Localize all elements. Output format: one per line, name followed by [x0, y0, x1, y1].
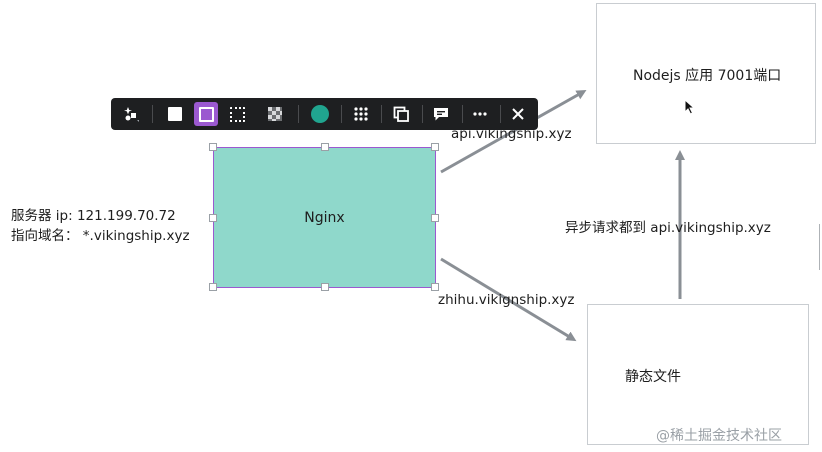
close-icon[interactable]	[506, 102, 530, 126]
static-files-box[interactable]: 静态文件	[587, 304, 809, 445]
resize-handle-top-right[interactable]	[431, 143, 439, 151]
fill-dashed-icon[interactable]	[225, 102, 249, 126]
fill-pattern-icon[interactable]	[263, 102, 287, 126]
grid-icon[interactable]	[349, 102, 373, 126]
resize-handle-middle-left[interactable]	[209, 214, 217, 222]
fill-solid-icon[interactable]	[163, 102, 187, 126]
toolbar-divider	[341, 105, 342, 123]
static-files-box-label: 静态文件	[625, 369, 681, 385]
resize-handle-middle-right[interactable]	[431, 214, 439, 222]
fill-outline-icon[interactable]	[194, 102, 218, 126]
nginx-box[interactable]: Nginx	[209, 143, 439, 291]
more-icon[interactable]	[468, 102, 492, 126]
async-request-label[interactable]: 异步请求都到 api.vikingship.xyz	[565, 220, 771, 236]
zhihu-edge-label[interactable]: zhihu.vikignship.xyz	[438, 292, 575, 308]
toolbar-divider	[462, 105, 463, 123]
resize-handle-bottom-right[interactable]	[431, 283, 439, 291]
comment-icon[interactable]	[429, 102, 453, 126]
nodejs-box[interactable]: Nodejs 应用 7001端口	[596, 3, 816, 144]
color-swatch-icon[interactable]	[308, 102, 332, 126]
nodejs-box-label: Nodejs 应用 7001端口	[633, 68, 782, 84]
resize-handle-bottom-middle[interactable]	[321, 283, 329, 291]
scroll-edge-marker	[819, 224, 820, 270]
resize-handle-top-left[interactable]	[209, 143, 217, 151]
resize-handle-bottom-left[interactable]	[209, 283, 217, 291]
shape-style-icon[interactable]	[119, 102, 143, 126]
mouse-pointer-icon	[684, 99, 696, 115]
toolbar-divider	[500, 105, 501, 123]
toolbar-divider	[152, 105, 153, 123]
toolbar-divider	[422, 105, 423, 123]
api-edge-label[interactable]: api.vikingship.xyz	[451, 126, 572, 142]
resize-handle-top-middle[interactable]	[321, 143, 329, 151]
nginx-box-label: Nginx	[304, 210, 345, 226]
floating-toolbar	[111, 98, 538, 130]
toolbar-divider	[298, 105, 299, 123]
domain-text[interactable]: 指向域名： *.vikingship.xyz	[11, 228, 190, 244]
watermark-text: @稀土掘金技术社区	[656, 428, 782, 444]
duplicate-icon[interactable]	[389, 102, 413, 126]
server-ip-text[interactable]: 服务器 ip: 121.199.70.72	[11, 208, 176, 224]
toolbar-divider	[381, 105, 382, 123]
